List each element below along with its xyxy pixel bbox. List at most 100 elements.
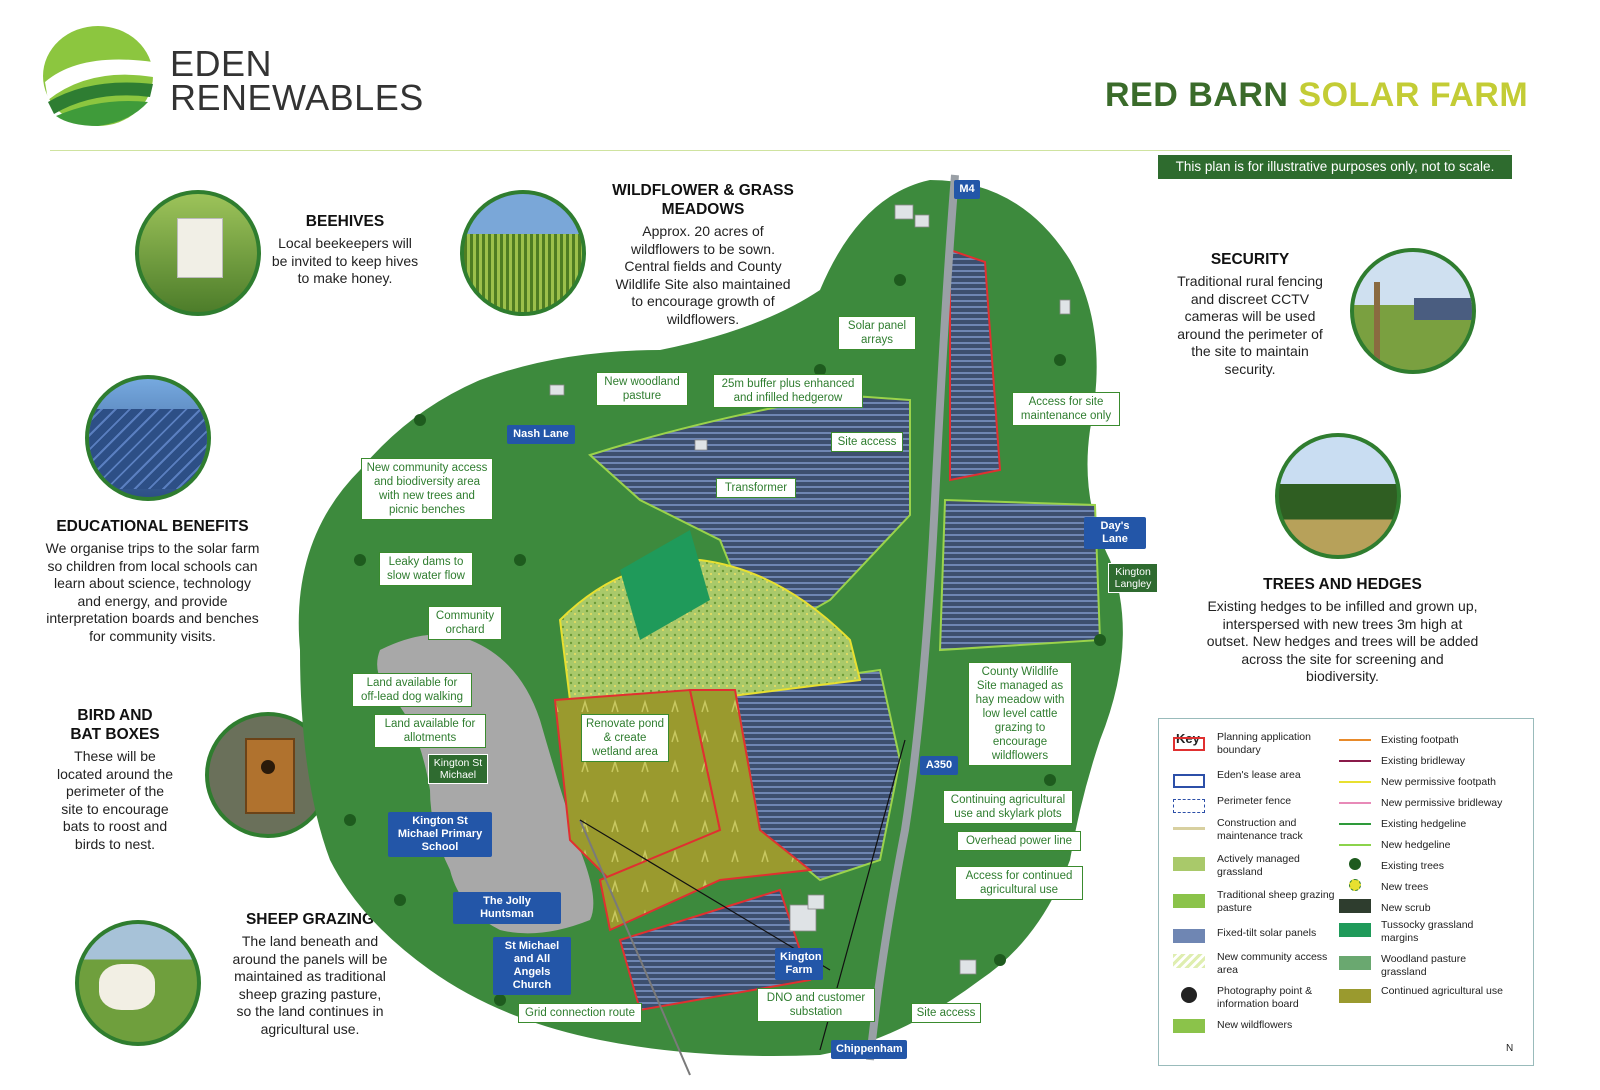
disclaimer-banner: This plan is for illustrative purposes o… — [1158, 155, 1512, 179]
fence-post-icon — [1374, 282, 1380, 362]
feature-title: SECURITY — [1210, 251, 1290, 268]
key-label: Existing hedgeline — [1381, 818, 1467, 830]
place-kington-st-michael: Kington St Michael — [428, 754, 488, 784]
callout-new-woodland-pasture: New woodland pasture — [596, 372, 688, 406]
place-a350: A350 — [920, 756, 958, 775]
callout-access-agricultural: Access for continued agricultural use — [955, 866, 1083, 900]
swatch-existing-hedgeline — [1339, 823, 1371, 825]
feature-beehives: BEEHIVES Local beekeepers will be invite… — [270, 212, 420, 288]
key-label: Perimeter fence — [1217, 795, 1292, 807]
swatch-existing-bridleway — [1339, 760, 1371, 762]
feature-body: Traditional rural fencing and discreet C… — [1177, 273, 1323, 377]
logo-line1: EDEN — [170, 43, 273, 84]
solar-panel-icon — [89, 409, 207, 489]
callout-solar-panel-arrays: Solar panel arrays — [838, 316, 916, 350]
callout-leaky-dams: Leaky dams to slow water flow — [379, 552, 473, 586]
swatch-maintenance-track — [1173, 827, 1205, 830]
solar-array-central — [588, 393, 911, 642]
key-label: Photography point & information board — [1217, 985, 1313, 1010]
eden-logo-icon — [43, 26, 153, 126]
feature-title: WILDFLOWER & GRASS MEADOWS — [612, 182, 794, 218]
camera-icon — [1181, 987, 1197, 1003]
swatch-sheep-pasture — [1173, 894, 1205, 908]
feature-body: Approx. 20 acres of wildflowers to be so… — [615, 223, 791, 327]
agricultural-field — [598, 689, 813, 932]
callout-dog-walking: Land available for off-lead dog walking — [352, 673, 472, 707]
feature-title: BEEHIVES — [305, 213, 385, 230]
sheep-photo — [75, 920, 201, 1046]
callout-community-access-area: New community access and biodiversity ar… — [361, 458, 493, 520]
swatch-community-area — [1173, 954, 1205, 968]
place-days-lane: Day's Lane — [1084, 517, 1146, 549]
beehive-photo — [135, 190, 261, 316]
key-label: Eden's lease area — [1217, 769, 1301, 781]
compass-label: N — [1506, 1043, 1514, 1054]
swatch-lease-area — [1173, 774, 1205, 788]
swatch-continued-agriculture — [1339, 989, 1371, 1003]
feature-security: SECURITY Traditional rural fencing and d… — [1170, 250, 1330, 378]
swatch-new-bridleway — [1339, 802, 1371, 804]
key-label: Traditional sheep grazing pasture — [1217, 889, 1335, 914]
callout-community-orchard: Community orchard — [428, 606, 502, 640]
feature-title: EDUCATIONAL BENEFITS — [56, 518, 249, 535]
logo-line2: RENEWABLES — [170, 77, 424, 118]
key-label: New scrub — [1381, 902, 1431, 914]
feature-bird-bat-boxes: BIRD AND BAT BOXES These will be located… — [55, 706, 175, 853]
existing-tree-icon — [1349, 858, 1361, 870]
feature-title: SHEEP GRAZING — [245, 911, 375, 928]
feature-title: TREES AND HEDGES — [1263, 576, 1422, 593]
callout-renovate-pond: Renovate pond & create wetland area — [581, 714, 669, 762]
solar-array-north — [949, 248, 1002, 482]
swatch-new-scrub — [1339, 899, 1371, 913]
key-label: New hedgeline — [1381, 839, 1451, 851]
panel-icon — [1414, 298, 1472, 320]
callout-transformer: Transformer — [716, 478, 796, 498]
place-kington-langley: Kington Langley — [1108, 563, 1158, 593]
key-label: New trees — [1381, 881, 1429, 893]
map-key: Key Planning application boundary Eden's… — [1158, 718, 1534, 1066]
swatch-new-hedgeline — [1339, 844, 1371, 846]
meadow-photo — [460, 190, 586, 316]
swatch-managed-grassland — [1173, 857, 1205, 871]
feature-title: BIRD AND BAT BOXES — [70, 707, 160, 743]
feature-trees-hedges: TREES AND HEDGES Existing hedges to be i… — [1205, 575, 1480, 686]
feature-body: Existing hedges to be infilled and grown… — [1206, 598, 1479, 684]
place-primary-school: Kington St Michael Primary School — [388, 812, 492, 857]
grass-icon — [464, 234, 582, 312]
feature-body: Local beekeepers will be invited to keep… — [271, 235, 419, 286]
place-church: St Michael and All Angels Church — [493, 937, 571, 995]
feature-body: The land beneath and around the panels w… — [232, 933, 388, 1037]
hedge-photo — [1275, 433, 1401, 559]
beehive-icon — [177, 218, 223, 278]
fence-photo — [1350, 248, 1476, 374]
key-label: Existing bridleway — [1381, 755, 1466, 767]
callout-access-maintenance: Access for site maintenance only — [1012, 392, 1120, 426]
callout-allotments: Land available for allotments — [374, 714, 486, 748]
key-label: New wildflowers — [1217, 1019, 1293, 1031]
key-label: Woodland pasture grassland — [1381, 953, 1467, 978]
callout-dno-substation: DNO and customer substation — [757, 988, 875, 1022]
swatch-existing-footpath — [1339, 739, 1371, 741]
callout-grid-connection: Grid connection route — [518, 1003, 642, 1023]
swatch-planning-boundary — [1173, 737, 1205, 751]
feature-body: We organise trips to the solar farm so c… — [45, 540, 260, 644]
new-tree-icon — [1349, 879, 1361, 891]
callout-county-wildlife-site: County Wildlife Site managed as hay mead… — [968, 662, 1072, 766]
swatch-new-footpath — [1339, 781, 1371, 783]
page-title: RED BARN SOLAR FARM — [1105, 76, 1528, 115]
key-label: Construction and maintenance track — [1217, 817, 1303, 842]
education-photo — [85, 375, 211, 501]
callout-site-access-north: Site access — [831, 432, 903, 452]
sheep-icon — [99, 964, 155, 1010]
key-label: New permissive bridleway — [1381, 797, 1503, 809]
key-label: Actively managed grassland — [1217, 853, 1300, 878]
feature-body: These will be located around the perimet… — [57, 748, 173, 852]
key-label: Continued agricultural use — [1381, 985, 1503, 997]
swatch-tussocky-margins — [1339, 923, 1371, 937]
solar-array-southwest — [618, 888, 812, 1012]
title-part2: SOLAR FARM — [1298, 76, 1529, 114]
callout-25m-buffer: 25m buffer plus enhanced and infilled he… — [713, 374, 863, 408]
place-kington-farm: Kington Farm — [775, 948, 823, 980]
tussocky-margin — [620, 530, 710, 640]
